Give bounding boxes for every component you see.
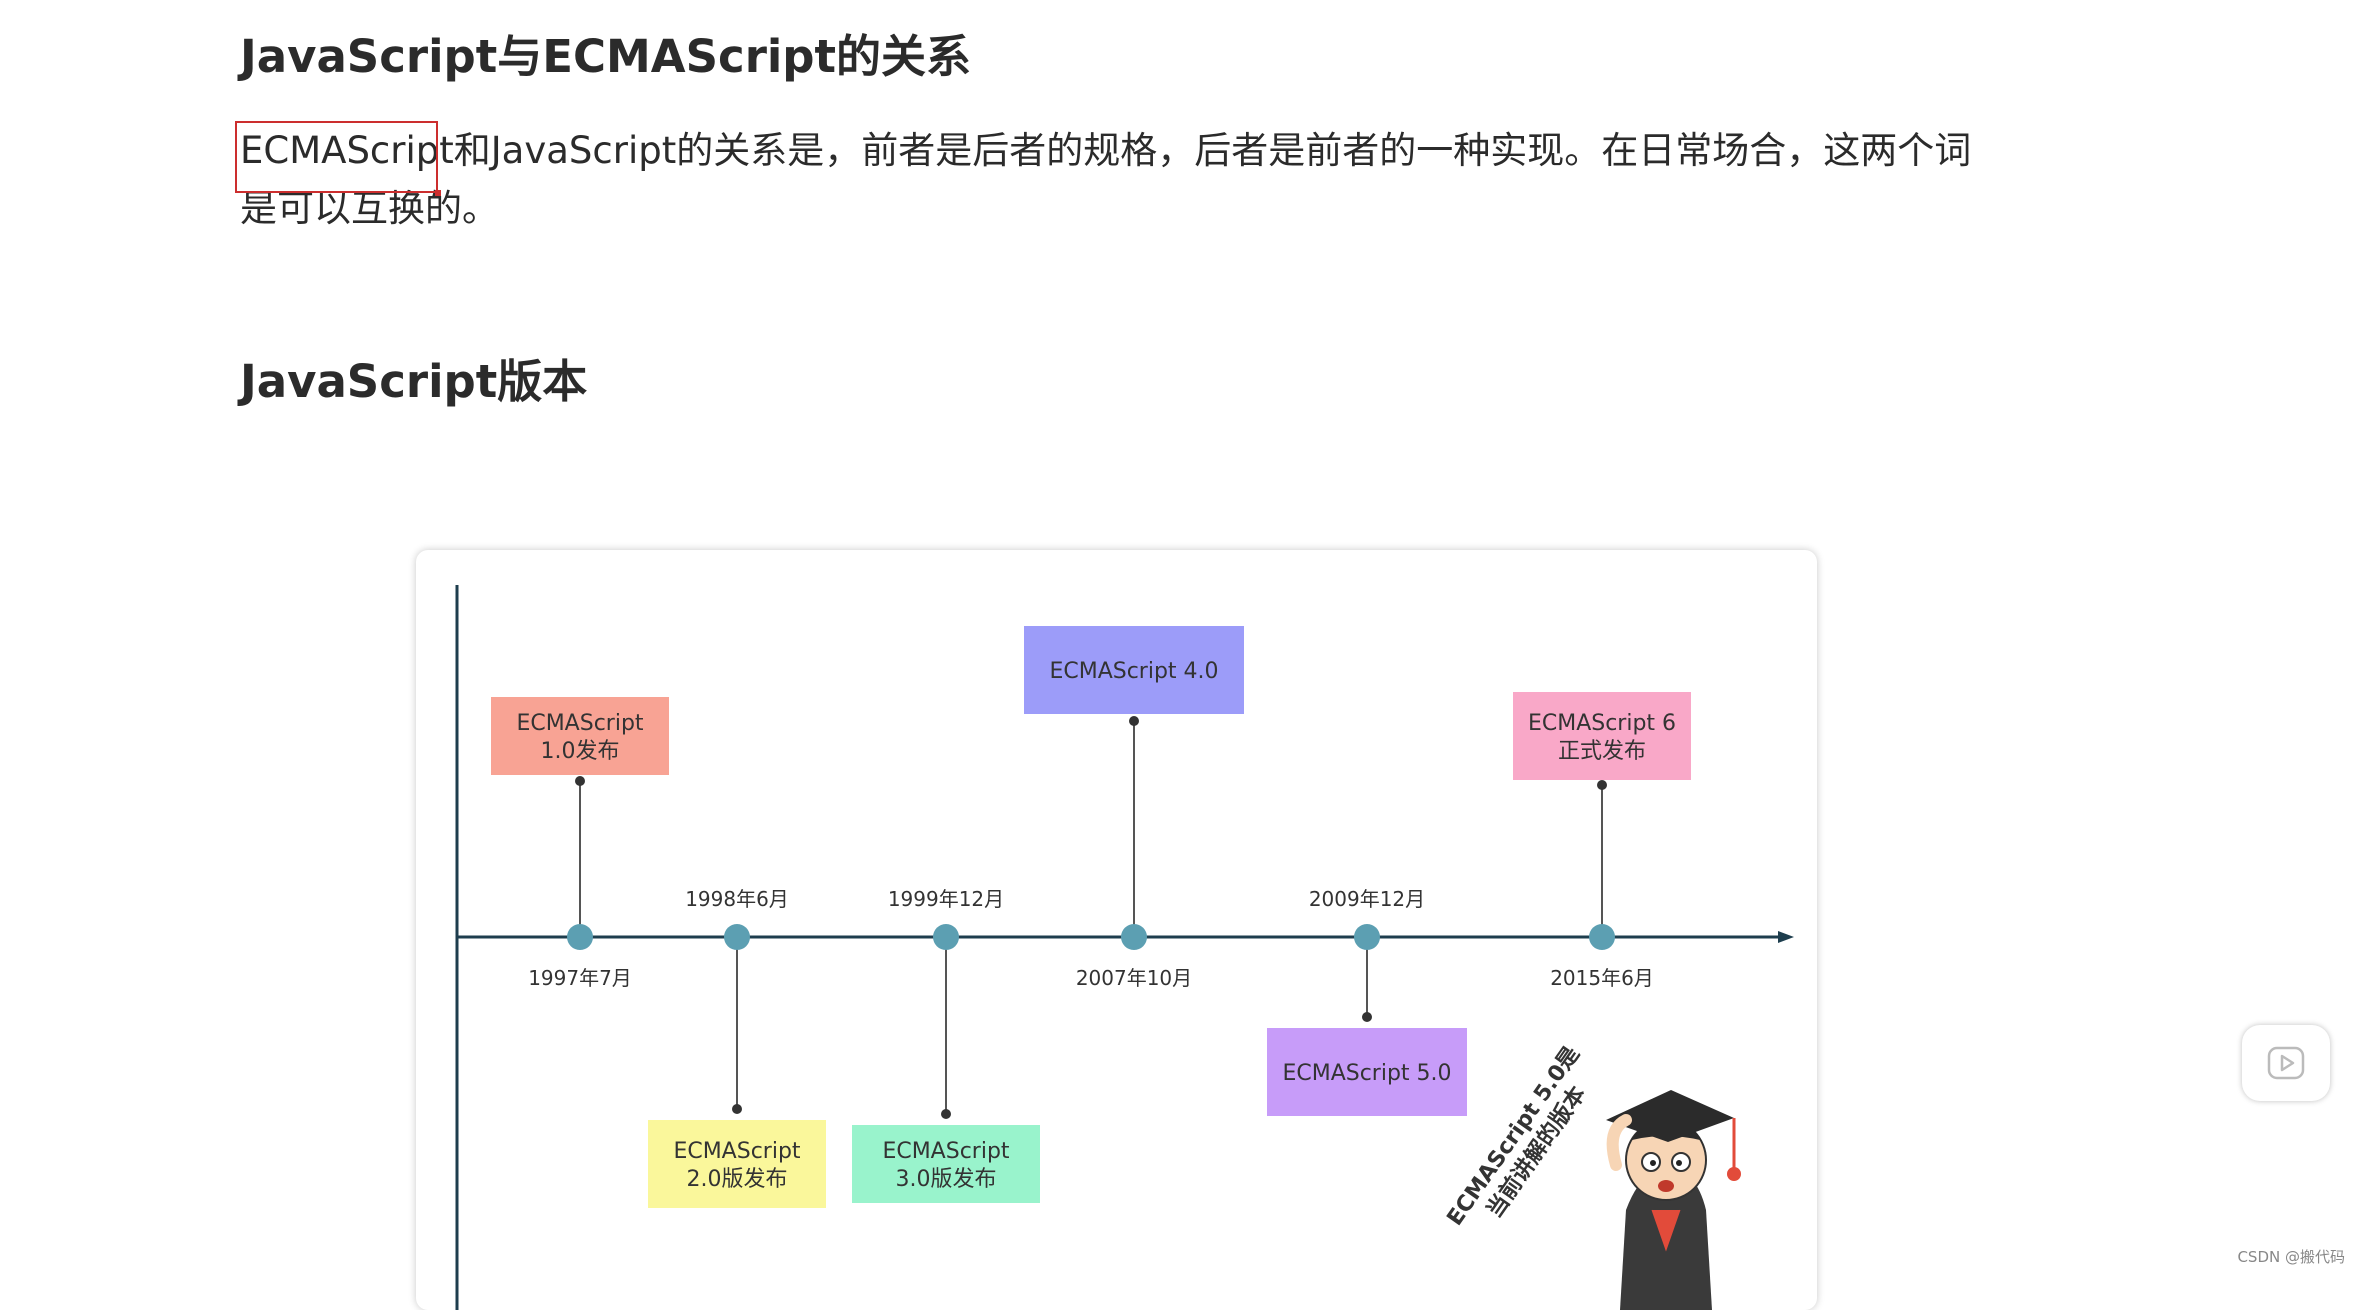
- event-label-1-line-2: 1.0发布: [541, 739, 620, 764]
- event-box-6: [1513, 692, 1691, 780]
- event-label-3-line-1: ECMAScript: [882, 1139, 1009, 1164]
- mortarboard: [1606, 1090, 1734, 1142]
- event-date-4: 2007年10月: [1076, 966, 1192, 990]
- graduate-character-illustration: ECMAScript 5.0是 当前讲解的版本: [1443, 1042, 1741, 1310]
- event-date-3: 1999年12月: [888, 887, 1004, 911]
- section-heading-versions: JavaScript版本: [240, 355, 588, 408]
- event-label-4-line-1: ECMAScript 4.0: [1049, 659, 1218, 684]
- timeline-node-1: [567, 924, 593, 950]
- timeline-arrow-head: [1778, 931, 1794, 943]
- event-date-1: 1997年7月: [528, 966, 632, 990]
- timeline-node-2: [724, 924, 750, 950]
- event-label-2-line-1: ECMAScript: [673, 1139, 800, 1164]
- version-timeline-figure: ECMAScript 1.0发布 1997年7月 ECMAScript 2.0版发布 19…: [416, 550, 1817, 1310]
- event-label-6-line-2: 正式发布: [1558, 739, 1646, 764]
- event-box-4: [1024, 626, 1244, 714]
- raised-hand: [1606, 1114, 1632, 1171]
- event-label-5-line-1: ECMAScript 5.0: [1282, 1061, 1451, 1086]
- event-date-2: 1998年6月: [685, 887, 789, 911]
- timeline-node-6: [1589, 924, 1615, 950]
- event-box-1: [491, 697, 669, 775]
- event-date-5: 2009年12月: [1309, 887, 1425, 911]
- event-box-5: [1267, 1028, 1467, 1116]
- timeline-node-4: [1121, 924, 1147, 950]
- section-heading-relationship: JavaScript与ECMAScript的关系: [240, 30, 972, 83]
- video-play-button[interactable]: [2242, 1025, 2330, 1101]
- event-label-2-line-2: 2.0版发布: [687, 1167, 788, 1192]
- event-connector-dot-3: [941, 1109, 951, 1119]
- event-box-3: [852, 1125, 1040, 1203]
- event-date-6: 2015年6月: [1550, 966, 1654, 990]
- event-label-1-line-1: ECMAScript: [516, 711, 643, 736]
- event-label-6-line-1: ECMAScript 6: [1528, 711, 1676, 736]
- csdn-watermark: CSDN @搬代码: [2237, 1248, 2345, 1266]
- event-connector-dot-4: [1129, 716, 1139, 726]
- timeline-node-5: [1354, 924, 1380, 950]
- relationship-paragraph: ECMAScript和JavaScript的关系是，前者是后者的规格，后者是前者…: [240, 129, 1972, 230]
- event-connector-dot-2: [732, 1104, 742, 1114]
- event-label-3-line-2: 3.0版发布: [896, 1167, 997, 1192]
- event-connector-dot-5: [1362, 1012, 1372, 1022]
- text-selection-box: [235, 121, 441, 196]
- play-icon: [2267, 1046, 2305, 1080]
- event-connector-dot-6: [1597, 780, 1607, 790]
- event-connector-dot-1: [575, 776, 585, 786]
- timeline-node-3: [933, 924, 959, 950]
- event-box-2: [648, 1120, 826, 1208]
- timeline-diagram: ECMAScript 1.0发布 1997年7月 ECMAScript 2.0版发布 19…: [455, 585, 1794, 1310]
